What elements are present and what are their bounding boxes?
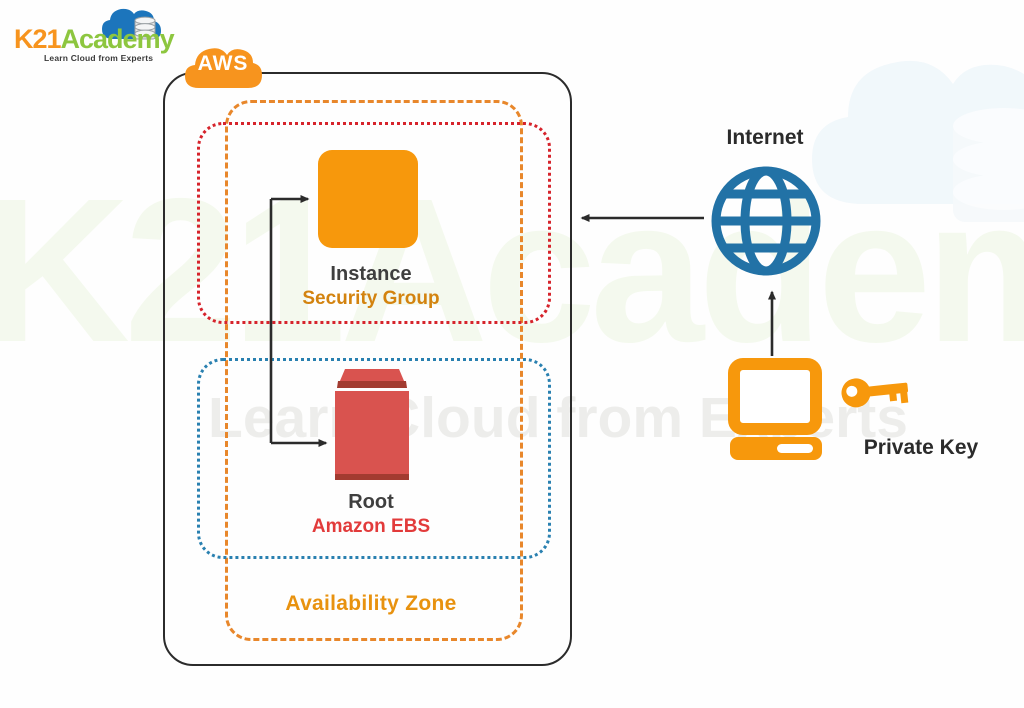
- logo-brand-academy: Academy: [60, 24, 175, 54]
- availability-zone-boundary: [225, 100, 523, 641]
- instance-title: Instance: [330, 263, 412, 285]
- aws-label: AWS: [197, 52, 249, 75]
- aws-cloud-icon: [185, 48, 262, 88]
- internet-label: Internet: [726, 126, 804, 149]
- logo-brand-k21: K21: [14, 24, 62, 54]
- logo-tagline: Learn Cloud from Experts: [44, 53, 154, 63]
- amazon-ebs-boundary: [197, 358, 551, 559]
- background-watermark-text: K21Academy: [0, 156, 1024, 385]
- logo-cloud-database-icon: [102, 8, 161, 40]
- availability-zone-label: Availability Zone: [285, 592, 457, 615]
- logo-brand-text: K21Academy: [14, 24, 175, 55]
- root-volume-title: Root: [348, 491, 394, 513]
- aws-cloud-boundary: [163, 72, 572, 666]
- watermark-cloud-database-icon: [812, 60, 1024, 222]
- amazon-ebs-label: Amazon EBS: [311, 516, 431, 537]
- private-key-label: Private Key: [863, 436, 979, 459]
- security-group-label: Security Group: [302, 288, 440, 309]
- instance-icon: [318, 150, 418, 248]
- security-group-boundary: [197, 122, 551, 324]
